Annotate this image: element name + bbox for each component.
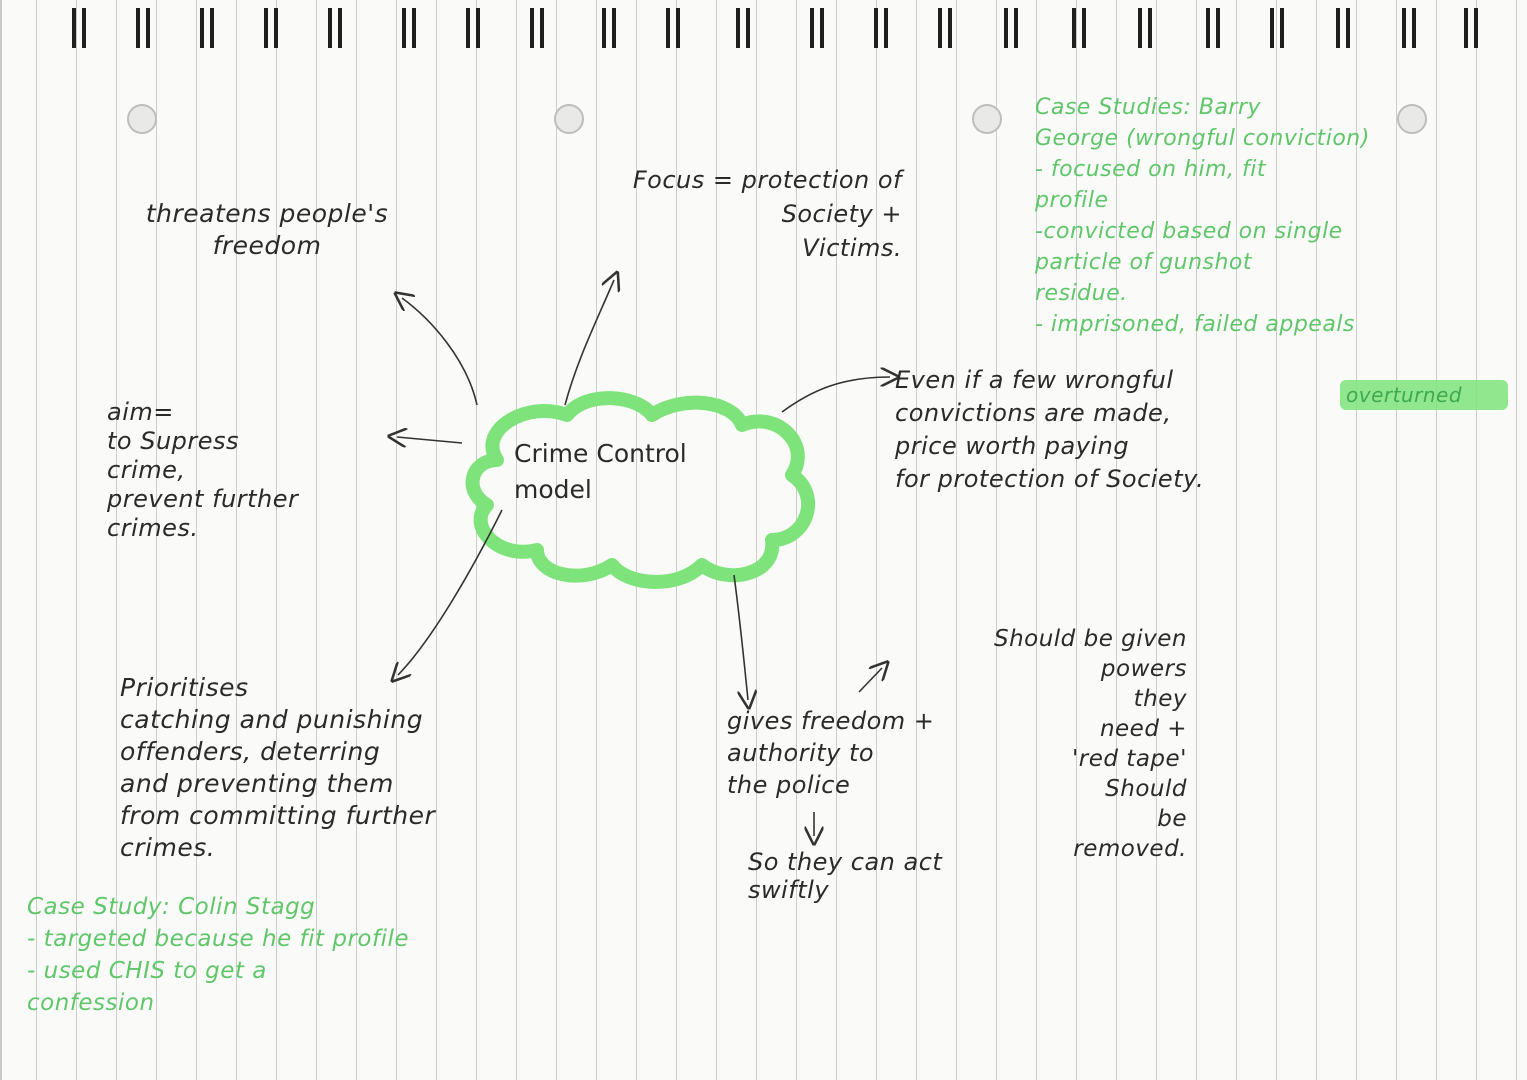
overturned-highlight bbox=[1340, 380, 1508, 410]
node-police-authority: gives freedom + authority to the police bbox=[727, 707, 935, 799]
node-act-swiftly: So they can act swiftly bbox=[748, 848, 943, 904]
case-study-overturned: overturned bbox=[1346, 383, 1463, 407]
spiral-binding bbox=[72, 8, 1478, 48]
central-topic: Crime Control model bbox=[514, 439, 687, 504]
arrow-to-aim bbox=[397, 437, 463, 443]
node-powers-red-tape: Should be given powers they need + 'red … bbox=[993, 626, 1187, 862]
central-cloud-shape bbox=[465, 391, 816, 589]
arrow-to-threatens bbox=[402, 298, 478, 406]
case-study-colin-stagg: Case Study: Colin Stagg - targeted becau… bbox=[27, 894, 410, 1016]
node-aim: aim= to Supress crime, prevent further c… bbox=[107, 398, 299, 542]
node-wrongful-convictions: Even if a few wrongful convictions are m… bbox=[895, 366, 1205, 493]
arrow-to-police bbox=[733, 574, 748, 700]
node-prioritises: Prioritises catching and punishing offen… bbox=[120, 673, 436, 862]
arrow-to-powers bbox=[858, 668, 882, 693]
node-focus: Focus = protection of Society + Victims. bbox=[632, 166, 902, 262]
case-study-barry-george: Case Studies: Barry George (wrongful con… bbox=[1035, 95, 1370, 337]
arrow-to-focus bbox=[564, 280, 614, 406]
node-threatens-freedom: threatens people's freedom bbox=[145, 199, 389, 260]
